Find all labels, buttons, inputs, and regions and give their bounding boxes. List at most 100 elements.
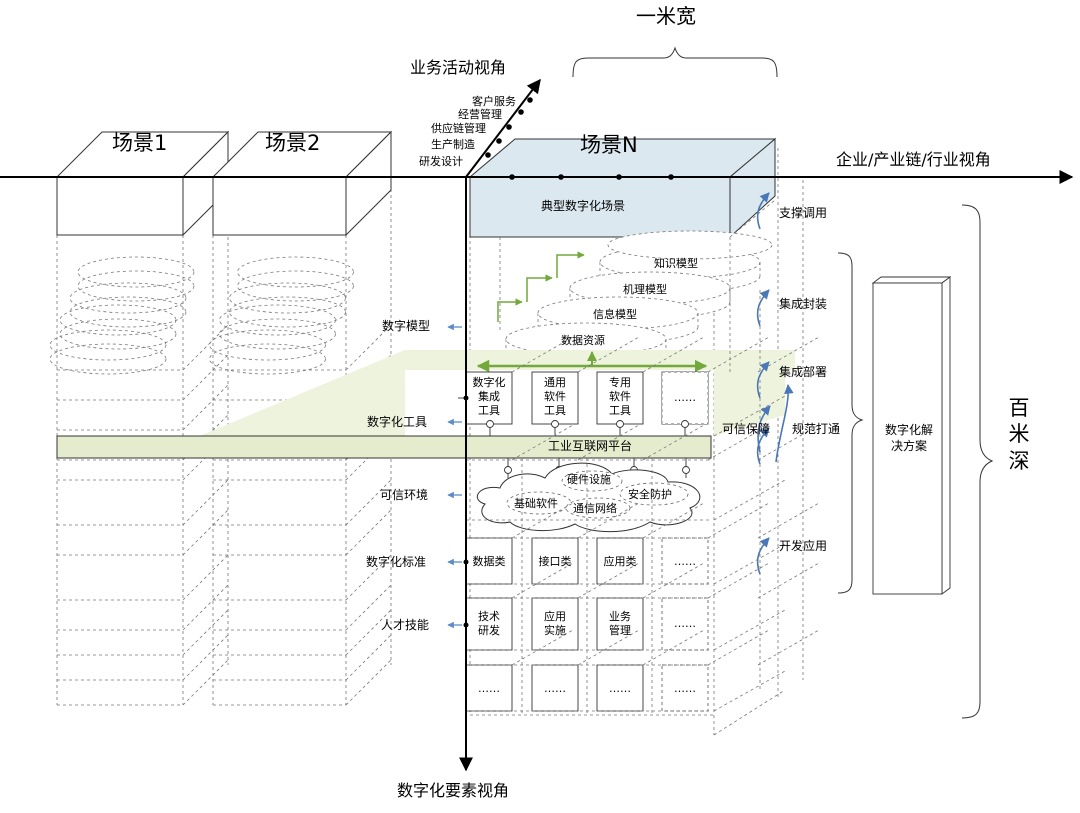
activity-production: 生产制造 (431, 138, 475, 151)
bottom-cell-box (531, 664, 579, 712)
talent-cell-business: 业务 管理 (609, 610, 631, 637)
ghost-disk-base (69, 296, 187, 328)
ghost-disk-base (49, 343, 167, 375)
scene-col-row-side (182, 354, 229, 401)
platform-bar (56, 435, 712, 459)
hundred-meter-deep-label: 百 米 深 (1008, 396, 1030, 473)
scene-col-row-side (345, 554, 392, 601)
scene-col-row-side (345, 509, 392, 556)
right-curved-arrow (756, 192, 770, 230)
ghost-disk-top (69, 282, 187, 314)
scene-n-label: 场景N (580, 133, 638, 157)
ghost-disk-top (209, 329, 326, 361)
bottom-cell-box (661, 664, 709, 712)
right-curved-arrow (756, 537, 770, 575)
scene-col-row-side (182, 554, 229, 601)
tool-cell-box (596, 371, 644, 425)
scene-col-row-side (182, 384, 229, 431)
business-axis-point (485, 152, 491, 158)
ghost-disk-top (49, 329, 167, 361)
tool-connector-dot (616, 420, 624, 428)
enterprise-axis-point (509, 174, 515, 180)
solution-box-side (941, 276, 951, 595)
standard-cell-box (531, 537, 579, 585)
one-meter-wide-label: 一米宽 (636, 4, 696, 28)
left-label-digital-model: 数字模型 (382, 319, 431, 333)
scene-col-row-side (182, 324, 229, 371)
iso-line-bottom (713, 479, 786, 521)
business-axis-point (527, 97, 533, 103)
bottom-cell-4: …… (674, 682, 696, 695)
right-brace-outer (961, 204, 994, 719)
top-brace (572, 46, 778, 78)
main-bottom-side (713, 689, 786, 736)
scene-col-row-side (345, 659, 392, 706)
tool-cell-box (465, 371, 513, 425)
iso-line-bottom (713, 395, 786, 437)
ghost-disk-base (219, 318, 336, 350)
right-curved-arrow (756, 289, 770, 327)
green-link-3 (556, 251, 585, 278)
scene-1-box-front (56, 176, 184, 236)
typical-scene-label: 典型数字化场景 (541, 199, 626, 213)
disk-top-ghost (607, 230, 773, 260)
scene-2-box-front (212, 176, 347, 236)
right-label-dev-application: 开发应用 (779, 539, 828, 553)
scene-col-row-side (182, 509, 229, 556)
scene-col-row-side (345, 584, 392, 631)
tool-cell-special: 专用 软件 工具 (609, 376, 631, 417)
activity-supply-chain: 供应链管理 (431, 122, 486, 135)
iso-line (707, 629, 770, 666)
business-axis-point (506, 124, 512, 130)
cloud-bubble-hardware (561, 470, 623, 492)
talent-cell-implementation: 应用 实施 (544, 610, 566, 637)
standard-cell-application: 应用类 (603, 555, 637, 568)
bottom-cell-1: …… (478, 682, 500, 695)
activity-customer-service: 客户服务 (472, 95, 516, 108)
cloud-basic-software-label: 基础软件 (514, 497, 558, 510)
left-label-talent-skills: 人才技能 (381, 618, 430, 632)
scene-col-row-side (345, 609, 392, 656)
left-label-digital-standard: 数字化标准 (366, 555, 427, 569)
standard-cell-box (596, 537, 644, 585)
bottom-cell-2: …… (544, 682, 566, 695)
standard-cell-box (661, 537, 709, 585)
enterprise-axis-label: 企业/产业链/行业视角 (836, 150, 991, 169)
ghost-disk-base (59, 318, 177, 350)
solution-label: 数字化解 决方案 (884, 423, 933, 454)
elements-axis-label: 数字化要素视角 (397, 781, 510, 800)
tool-cell-box (531, 371, 579, 425)
tool-connector-dot (486, 420, 494, 428)
left-label-digital-tools: 数字化工具 (367, 415, 428, 429)
disk-information-top (537, 296, 699, 330)
scene-col-row-side (182, 659, 229, 706)
tools-band-left (195, 350, 405, 438)
left-label-trusted-env: 可信环境 (380, 488, 429, 502)
scene-col-row-side (182, 634, 229, 681)
talent-cell-box (465, 597, 513, 651)
information-model-label: 信息模型 (593, 308, 637, 321)
standard-cell-data: 数据类 (472, 555, 506, 568)
talent-cell-more: …… (674, 617, 696, 630)
ghost-disk-top (229, 282, 346, 314)
iso-line-bottom (713, 609, 786, 651)
cloud-security-label: 安全防护 (628, 488, 672, 501)
green-link-1 (497, 298, 523, 322)
enterprise-axis-point (668, 174, 674, 180)
scene-col-row-side (182, 479, 229, 526)
business-axis-point (496, 138, 502, 144)
iso-line-bottom (713, 670, 786, 712)
ghost-disk-top (59, 304, 177, 336)
cloud-hardware-label: 硬件设施 (567, 473, 611, 486)
scene-n-front (469, 176, 731, 238)
activity-operation-management: 经营管理 (458, 108, 502, 121)
tool-cell-integration: 数字化 集成 工具 (472, 376, 506, 417)
ghost-disk-top (219, 304, 336, 336)
cloud-bubble-security (619, 482, 689, 506)
right-label-integration-package: 集成封装 (779, 297, 828, 311)
right-label-integration-deploy: 集成部署 (779, 365, 828, 379)
right-label-standard-connect: 规范打通 (792, 422, 841, 436)
right-label-support-call: 支撑调用 (779, 206, 828, 220)
bottom-cell-box (596, 664, 644, 712)
